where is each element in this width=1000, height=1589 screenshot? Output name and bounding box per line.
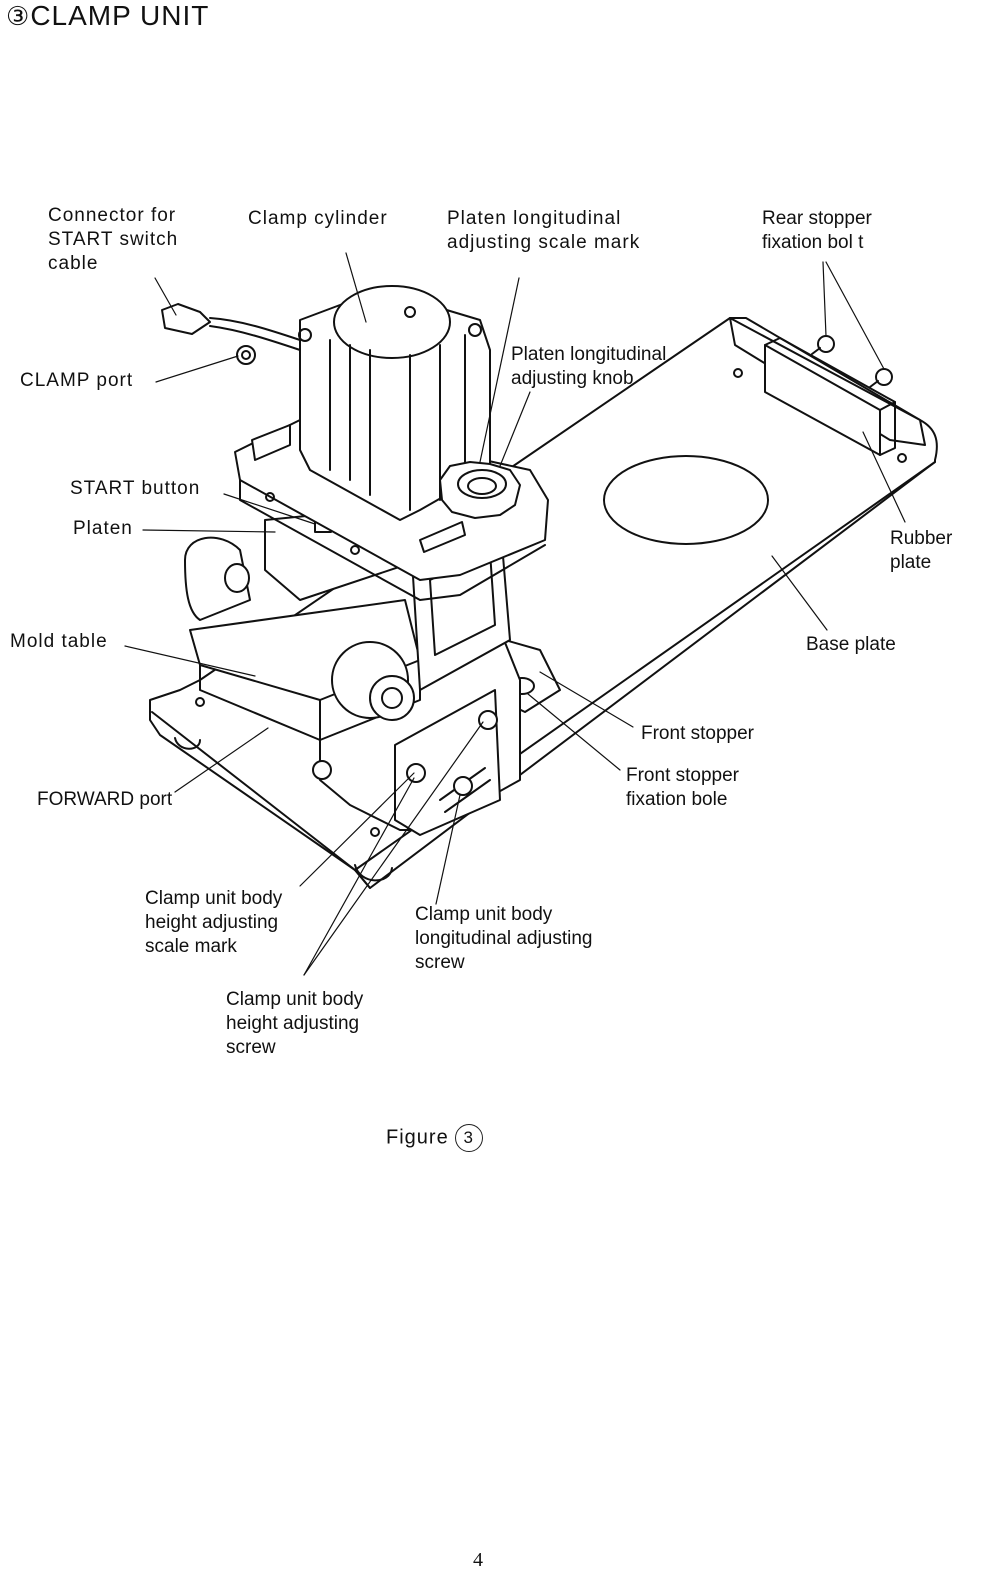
page-title: ③CLAMP UNIT [6,0,209,32]
label-clamp-cylinder: Clamp cylinder [248,208,388,229]
label-base-plate: Base plate [806,634,896,655]
figure-word: Figure [386,1126,449,1149]
label-clamp-port: CLAMP port [20,370,134,391]
label-start-button: START button [70,478,201,499]
adjusting-knob-shape [439,461,521,519]
label-rear-stopper-bolt: Rear stopper fixation bol t [762,208,872,253]
connector-shape [161,303,301,365]
label-mold-table: Mold table [10,631,108,652]
clamp-cylinder-shape [298,285,491,521]
label-longitudinal-screw: Clamp unit body longitudinal adjusting s… [415,904,593,973]
section-number: ③ [6,1,31,31]
label-front-stopper: Front stopper [641,723,754,744]
label-platen: Platen [73,518,133,539]
label-height-screw: Clamp unit body height adjusting screw [226,989,364,1058]
label-scale-mark: Platen longitudinal adjusting scale mark [447,208,641,253]
figure-number: 3 [454,1124,483,1152]
label-front-stopper-bole: Front stopper fixation bole [626,765,739,810]
label-forward-port: FORWARD port [37,789,173,810]
label-rubber-plate: Rubber plate [890,528,953,573]
mold-table-shape [184,536,421,741]
label-connector: Connector for START switch cable [48,205,179,274]
rear-stopper-shape [729,317,926,456]
label-adjusting-knob: Platen longitudinal adjusting knob [511,344,667,389]
leader-lines [124,252,906,976]
section-title: CLAMP UNIT [30,0,210,31]
label-height-scale-mark: Clamp unit body height adjusting scale m… [145,888,283,957]
page-number: 4 [473,1549,483,1571]
